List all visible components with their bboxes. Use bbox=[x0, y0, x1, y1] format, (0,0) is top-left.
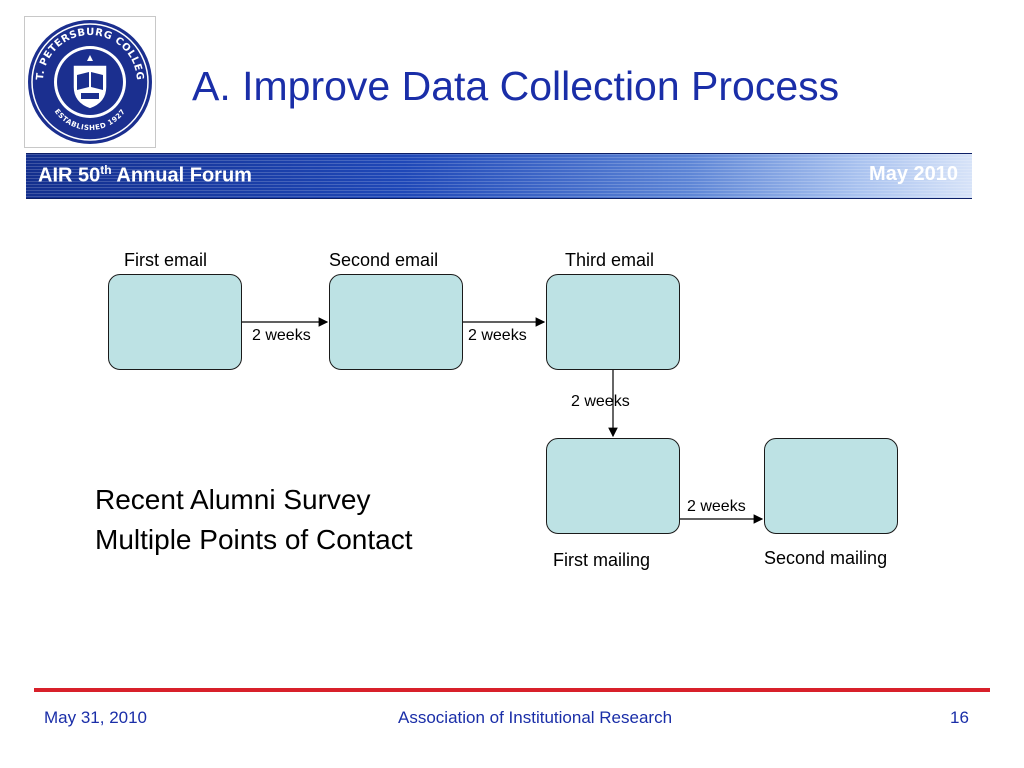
slide-number: 16 bbox=[950, 708, 969, 727]
footer-date: May 31, 2010 bbox=[44, 708, 148, 727]
interval-m1-m2: 2 weeks bbox=[686, 498, 747, 516]
interval-e3-m1: 2 weeks bbox=[571, 393, 630, 410]
node-first-mailing bbox=[546, 438, 680, 534]
node-second-email bbox=[329, 274, 463, 370]
banner-forum-label: AIR 50th Annual Forum bbox=[38, 163, 252, 187]
interval-e1-e2: 2 weeks bbox=[251, 327, 312, 345]
label-second-mailing: Second mailing bbox=[764, 548, 888, 568]
footer-rule bbox=[34, 688, 990, 692]
header-banner: AIR 50th Annual Forum May 2010 bbox=[26, 153, 972, 199]
interval-e2-e3: 2 weeks bbox=[467, 327, 528, 345]
node-first-email bbox=[108, 274, 242, 370]
slide-title: A. Improve Data Collection Process bbox=[192, 63, 840, 109]
label-third-email: Third email bbox=[565, 250, 655, 270]
node-second-mailing bbox=[764, 438, 898, 534]
survey-description: Recent Alumni Survey Multiple Points of … bbox=[95, 480, 413, 560]
banner-date: May 2010 bbox=[869, 163, 958, 185]
node-third-email bbox=[546, 274, 680, 370]
label-first-mailing: First mailing bbox=[553, 550, 651, 570]
label-first-email: First email bbox=[124, 250, 208, 270]
label-second-email: Second email bbox=[329, 250, 439, 270]
survey-subtitle: Multiple Points of Contact bbox=[95, 524, 413, 555]
survey-title: Recent Alumni Survey bbox=[95, 484, 371, 515]
footer-organization: Association of Institutional Research bbox=[398, 708, 673, 727]
